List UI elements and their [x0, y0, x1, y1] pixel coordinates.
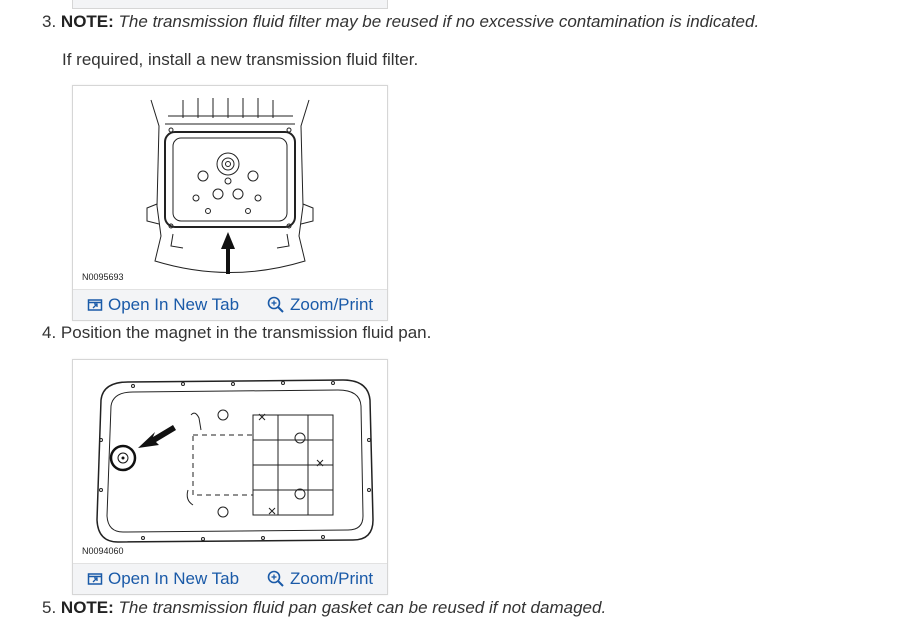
figure-toolbar: Open In New Tab Zoom/Print [73, 289, 387, 320]
step-5-note: 5. NOTE: The transmission fluid pan gask… [42, 598, 606, 618]
filter-illustration [146, 98, 314, 274]
figure-id: N0095693 [82, 272, 124, 282]
zoom-icon [267, 570, 284, 587]
open-in-new-tab-link[interactable]: Open In New Tab [87, 569, 239, 589]
note-label: NOTE: [60, 12, 114, 31]
previous-figure-bar [72, 0, 388, 9]
zoom-print-label: Zoom/Print [290, 569, 374, 588]
open-in-new-tab-icon [87, 299, 103, 311]
step-4: 4. Position the magnet in the transmissi… [42, 323, 431, 343]
zoom-print-link[interactable]: Zoom/Print [267, 295, 373, 315]
indicator-arrow [221, 232, 235, 274]
zoom-print-link[interactable]: Zoom/Print [267, 569, 373, 589]
indicator-arrow [138, 425, 176, 448]
note-text: The transmission fluid pan gasket can be… [118, 598, 607, 617]
open-in-new-tab-link[interactable]: Open In New Tab [87, 295, 239, 315]
step-number: 3. [42, 12, 57, 31]
pan-illustration [96, 379, 374, 543]
figure-id: N0094060 [82, 546, 124, 556]
magnet [109, 444, 137, 472]
figure-toolbar: Open In New Tab Zoom/Print [73, 563, 387, 594]
note-label: NOTE: [60, 598, 114, 617]
note-text: The transmission fluid filter may be reu… [118, 12, 760, 31]
step-number: 4. [42, 323, 57, 342]
figure-filter: N0095693 Open In New Tab Zoom/Print [72, 85, 388, 321]
open-in-new-tab-label: Open In New Tab [108, 295, 240, 314]
figure-pan: N0094060 Open In New Tab Zoom/Print [72, 359, 388, 595]
step-text: Position the magnet in the transmission … [60, 323, 432, 342]
step-3-note: 3. NOTE: The transmission fluid filter m… [42, 12, 759, 32]
zoom-icon [267, 296, 284, 313]
step-number: 5. [42, 598, 57, 617]
zoom-print-label: Zoom/Print [290, 295, 374, 314]
open-in-new-tab-icon [87, 573, 103, 585]
open-in-new-tab-label: Open In New Tab [108, 569, 240, 588]
step-3-body: If required, install a new transmission … [62, 50, 419, 69]
